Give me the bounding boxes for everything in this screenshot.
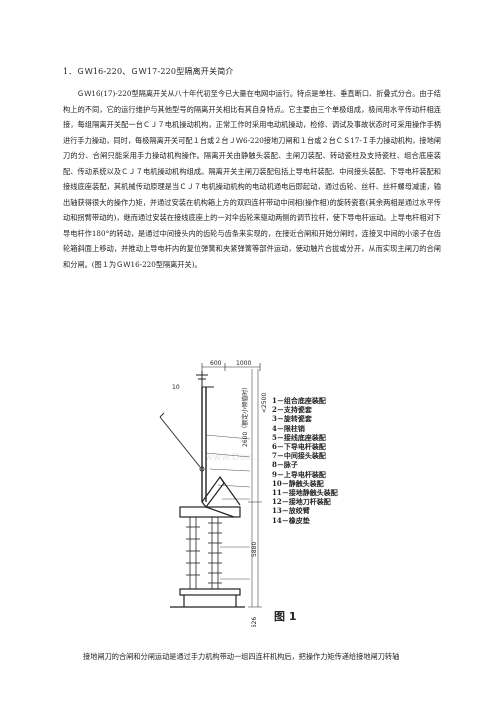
legend-item: 14－橡皮垫: [272, 515, 310, 525]
leader-lines: [205, 434, 251, 580]
static-contact: [196, 371, 214, 388]
dim-total-height: 5880: [251, 542, 258, 557]
rotating-insulator: [208, 517, 222, 589]
disconnect-switch-diagram: 600 1000 10 2600（额定小倾值时） 5880 2626 <2500: [159, 360, 268, 627]
legend-item: 12－接地刀杆装配: [272, 497, 331, 507]
legend-item: 11－接地静触头装配: [272, 488, 338, 498]
legend-item: 9－上导电杆装配: [272, 469, 326, 479]
figure-caption: 图 1: [274, 610, 297, 623]
dim-right: <2500: [261, 393, 268, 413]
legend-item: 13－放绞臂: [272, 506, 310, 516]
figure-legend: 1－组合底座装配 2－支持瓷套 3－旋转瓷套 4－限柱销 5－接线底座装配 6－…: [272, 396, 338, 525]
callout-10: 10: [172, 384, 180, 391]
legend-item: 3－旋转瓷套: [272, 414, 312, 424]
body-paragraph: ＧＷ16(17)-220型隔离开关从八十年代初至今已大量在电网中运行。特点是单柱…: [63, 89, 441, 269]
bottom-paragraph: 接地闸刀的合闸和分闸运动是通过手力机构带动一组四连杆机构后，把操作力矩传递给接地…: [83, 652, 400, 661]
grounding-switch: [159, 412, 205, 472]
dim-vertical-1: 2600（额定小倾值时）: [241, 384, 249, 447]
legend-item: 4－限柱销: [272, 423, 305, 433]
dim-lower-height: 2626: [251, 617, 258, 627]
legend-item: 7－中间接头装配: [272, 451, 326, 461]
legend-item: 2－支持瓷套: [272, 405, 312, 415]
legend-item: 6－下导电杆装配: [272, 442, 326, 452]
middle-joint: [201, 475, 241, 518]
support-insulator: [186, 517, 200, 589]
section-heading: 1．ＧＷ16-220、ＧＷ17-220型隔离开关简介: [63, 67, 234, 76]
combined-base: [170, 506, 245, 608]
legend-item: 10－静触头装配: [272, 478, 324, 488]
legend-item: 8－脉子: [272, 460, 298, 470]
top-dimension: [201, 363, 261, 371]
dim-top-right: 1000: [236, 360, 251, 367]
legend-item: 5－接线底座装配: [272, 432, 326, 442]
upper-conductor-arm: [201, 387, 207, 502]
vertical-dimension-lines: [248, 369, 262, 608]
watermark-text: www.Doc...: [205, 452, 261, 463]
legend-item: 1－组合底座装配: [272, 396, 326, 405]
dim-top-left: 600: [210, 360, 222, 367]
